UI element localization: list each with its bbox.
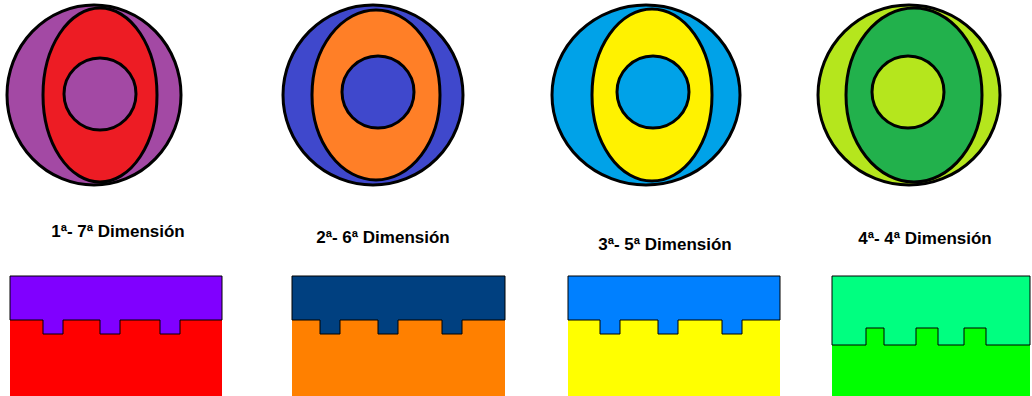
lower-band [568, 276, 780, 396]
upper-band [10, 276, 222, 334]
ring-figure [818, 5, 1000, 185]
interlock-panel [292, 276, 505, 396]
inner-circle [617, 56, 689, 128]
outer-ellipse [552, 5, 740, 185]
ring-figure [552, 5, 740, 185]
dimension-label: 3ª- 5ª Dimensión [598, 235, 732, 255]
interlock-panel [832, 276, 1030, 396]
interlock-panel [568, 276, 780, 396]
outer-ellipse [7, 5, 181, 185]
dimension-label: 4ª- 4ª Dimensión [858, 229, 992, 249]
lower-band [292, 276, 505, 396]
dimension-label: 1ª- 7ª Dimensión [51, 222, 185, 242]
lower-band [10, 276, 222, 396]
middle-ellipse [592, 9, 712, 181]
inner-circle [872, 56, 944, 128]
middle-ellipse [312, 10, 440, 180]
ring-figure [7, 5, 181, 185]
interlock-panel [10, 276, 222, 396]
ring-figure [283, 5, 463, 185]
upper-band [292, 276, 505, 334]
outer-ellipse [818, 5, 1000, 185]
middle-ellipse [846, 8, 982, 182]
dimension-label: 2ª- 6ª Dimensión [316, 228, 450, 248]
middle-ellipse [43, 8, 157, 182]
lower-band [832, 276, 1030, 396]
inner-circle [64, 58, 136, 130]
inner-circle [342, 56, 414, 128]
upper-band [568, 276, 780, 334]
upper-band [832, 276, 1030, 345]
outer-ellipse [283, 5, 463, 185]
